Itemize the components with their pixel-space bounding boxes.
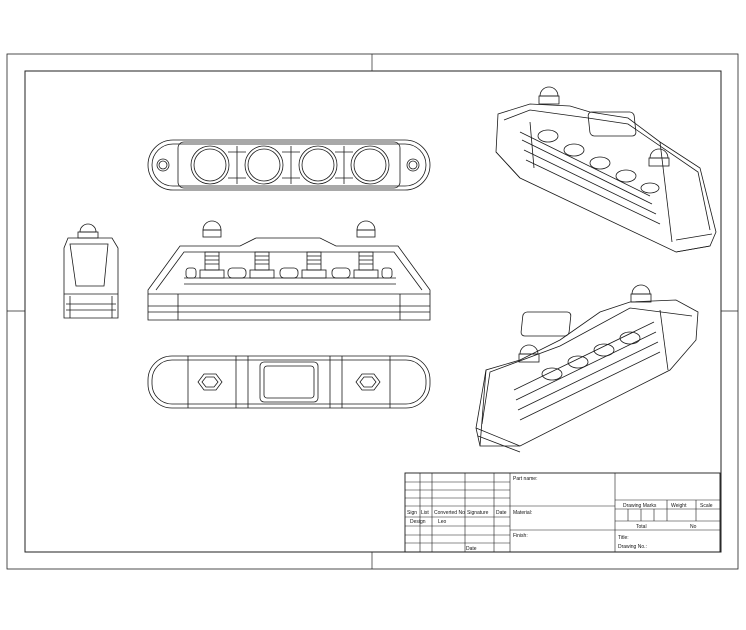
date-bottom-label: Date xyxy=(466,546,477,552)
isometric-view-top xyxy=(495,86,717,253)
front-view xyxy=(147,220,431,321)
drawing-no-label: Drawing No.: xyxy=(618,544,647,550)
material-label: Material: xyxy=(513,510,532,516)
sheet-border xyxy=(6,53,739,570)
top-view xyxy=(147,139,431,191)
scale-label: Scale xyxy=(700,503,713,509)
isometric-view-bottom xyxy=(475,284,699,453)
title-label: Title: xyxy=(618,535,629,541)
bottom-view xyxy=(147,355,431,409)
drawing-marks-label: Drawing Marks xyxy=(623,503,657,509)
designer-name: Leo xyxy=(438,519,447,525)
title-block-text: Part name: Drawing Marks Weight Scale Si… xyxy=(407,476,713,552)
design-label: Design xyxy=(410,519,426,525)
finish-label: Finish: xyxy=(513,533,528,539)
list-label: List xyxy=(421,510,429,516)
date-label: Date xyxy=(496,510,507,516)
signature-label: Signature xyxy=(467,510,489,516)
side-view xyxy=(63,223,119,319)
title-block xyxy=(404,472,721,553)
sign-label: Sign xyxy=(407,510,417,516)
converted-no-label: Converted No xyxy=(434,510,465,516)
weight-label: Weight xyxy=(671,503,687,509)
no-label: No xyxy=(690,524,697,530)
part-name-label: Part name: xyxy=(513,476,537,482)
total-label: Total xyxy=(636,524,647,530)
